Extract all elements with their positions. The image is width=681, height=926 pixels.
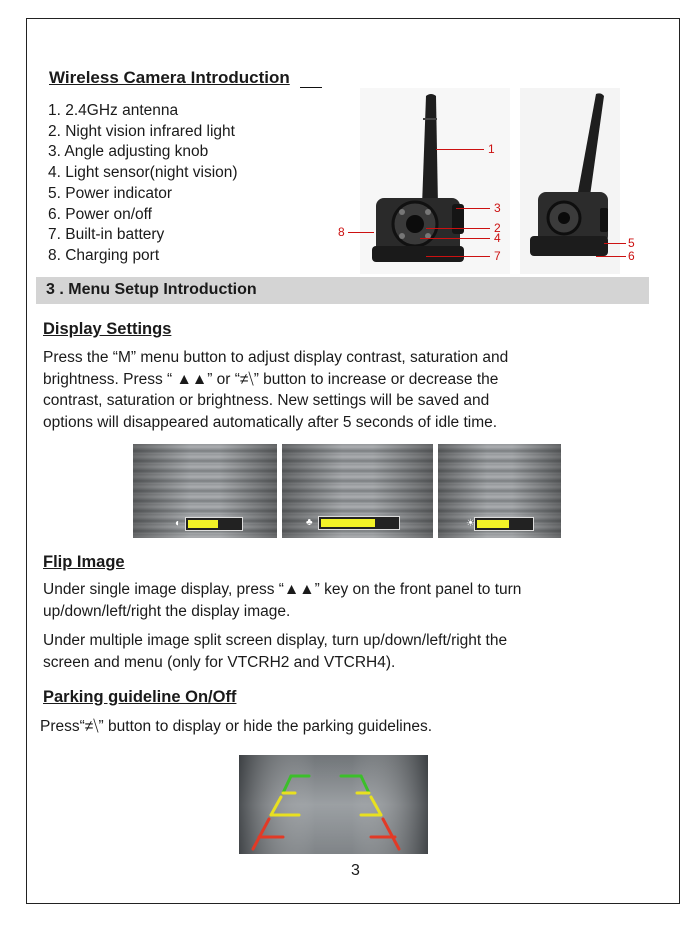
saturation-level-fill bbox=[321, 519, 375, 527]
page-number: 3 bbox=[351, 862, 360, 879]
callout-number: 6 bbox=[628, 249, 635, 263]
brightness-screenshot: ☀ bbox=[438, 444, 561, 538]
list-item: 6. Power on/off bbox=[48, 205, 152, 223]
paragraph-line: Press the “M” menu button to adjust disp… bbox=[43, 349, 509, 366]
callout-number: 8 bbox=[338, 225, 345, 239]
parking-guideline-screenshot bbox=[239, 755, 428, 854]
flip-image-text: Under single image display, press “▲▲” k… bbox=[43, 579, 521, 622]
list-item: 3. Angle adjusting knob bbox=[48, 143, 209, 161]
callout-number: 7 bbox=[494, 249, 501, 263]
list-item: 1. 2.4GHz antenna bbox=[48, 102, 179, 119]
flip-image-title: Flip Image bbox=[43, 553, 125, 571]
callout-line-7 bbox=[426, 256, 490, 257]
intro-title: Wireless Camera Introduction bbox=[49, 68, 290, 87]
section-title: 3 . Menu Setup Introduction bbox=[46, 281, 257, 298]
paragraph-line: options will disappeared automatically a… bbox=[43, 413, 498, 431]
intro-title-underline bbox=[300, 87, 322, 88]
camera-front-image bbox=[360, 88, 510, 274]
callout-line-6 bbox=[596, 256, 626, 257]
contrast-icon: ◐ bbox=[175, 518, 182, 529]
paragraph-line: contrast, saturation or brightness. New … bbox=[43, 392, 490, 409]
paragraph-line: up/down/left/right the display image. bbox=[43, 602, 291, 620]
camera-side-image bbox=[520, 88, 620, 274]
callout-line-5 bbox=[604, 243, 626, 244]
callout-line-4 bbox=[420, 238, 490, 239]
callout-line-3 bbox=[456, 208, 490, 209]
display-settings-text: Press the “M” menu button to adjust disp… bbox=[43, 347, 508, 433]
page-frame bbox=[26, 18, 680, 904]
list-item: 4. Light sensor(night vision) bbox=[48, 164, 238, 182]
callout-number: 2 bbox=[494, 221, 501, 235]
paragraph-line: brightness. Press “ ▲▲” or “≠⧹” button t… bbox=[43, 370, 499, 388]
contrast-level-fill bbox=[188, 520, 218, 528]
list-item: 8. Charging port bbox=[48, 246, 160, 264]
callout-line-1 bbox=[436, 149, 484, 150]
saturation-level-bar bbox=[318, 516, 400, 530]
intro-list: 1. 2.4GHz antenna 2. Night vision infrar… bbox=[48, 101, 238, 267]
callout-number: 3 bbox=[494, 201, 501, 215]
saturation-icon: ♣ bbox=[306, 517, 313, 528]
paragraph-line: screen and menu (only for VTCRH2 and VTC… bbox=[43, 653, 396, 671]
parking-guideline-title: Parking guideline On/Off bbox=[43, 688, 237, 706]
list-item: 7. Built-in battery bbox=[48, 226, 165, 244]
brightness-level-bar bbox=[474, 517, 534, 531]
contrast-screenshot: ◐ bbox=[133, 444, 277, 538]
display-settings-title: Display Settings bbox=[43, 320, 172, 338]
callout-line-2 bbox=[426, 228, 490, 229]
brightness-icon: ☀ bbox=[466, 518, 475, 529]
brightness-level-fill bbox=[477, 520, 509, 528]
list-item: 5. Power indicator bbox=[48, 184, 173, 202]
contrast-level-bar bbox=[185, 517, 243, 531]
paragraph-line: Under single image display, press “▲▲” k… bbox=[43, 581, 522, 598]
saturation-screenshot: ♣ bbox=[282, 444, 433, 538]
section-header-bar: 3 . Menu Setup Introduction bbox=[36, 277, 649, 304]
callout-number: 4 bbox=[494, 231, 501, 245]
list-item: 2. Night vision infrared light bbox=[48, 122, 235, 140]
callout-line-8 bbox=[348, 232, 374, 233]
parking-guideline-text: Press“≠⧹” button to display or hide the … bbox=[40, 718, 433, 735]
paragraph-line: Under multiple image split screen displa… bbox=[43, 632, 508, 649]
callout-number: 1 bbox=[488, 142, 495, 156]
callout-number: 5 bbox=[628, 236, 635, 250]
flip-image-text-2: Under multiple image split screen displa… bbox=[43, 630, 507, 673]
